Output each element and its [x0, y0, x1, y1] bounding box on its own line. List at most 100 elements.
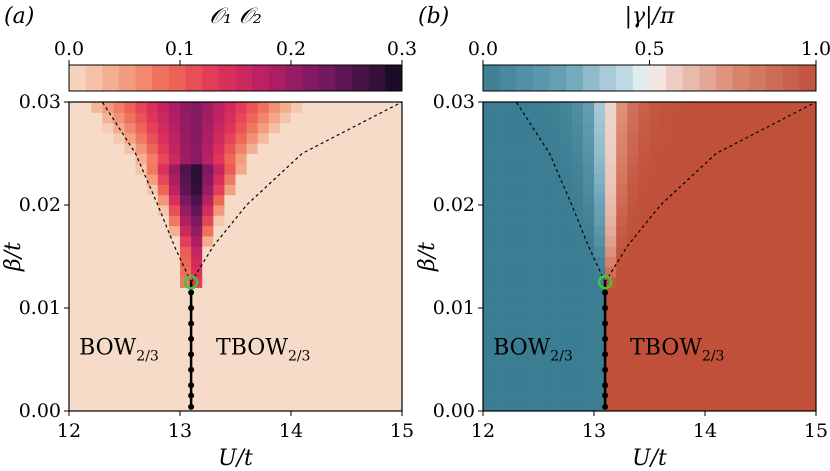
- heatmap-cell: [693, 122, 706, 134]
- heatmap-cell: [582, 266, 595, 278]
- heatmap-cell: [560, 205, 573, 216]
- heatmap-cell: [616, 215, 628, 227]
- heatmap-cell: [168, 215, 181, 227]
- heatmap-cell: [146, 349, 159, 360]
- heatmap-cell: [705, 112, 717, 124]
- heatmap-cell: [390, 235, 403, 247]
- heatmap-cell: [749, 163, 761, 175]
- heatmap-cell: [346, 102, 359, 113]
- heatmap-cell: [146, 174, 159, 185]
- heatmap-cell: [69, 349, 81, 360]
- heatmap-cell: [268, 194, 281, 206]
- heatmap-cell: [616, 112, 628, 124]
- heatmap-cell: [146, 235, 159, 247]
- heatmap-cell: [804, 112, 817, 124]
- heatmap-cell: [180, 143, 192, 154]
- heatmap-cell: [605, 308, 617, 319]
- heatmap-cell: [379, 215, 392, 227]
- heatmap-cell: [124, 122, 137, 134]
- heatmap-cell: [738, 266, 750, 278]
- heatmap-cell: [80, 349, 92, 360]
- heatmap-cell: [560, 349, 573, 360]
- heatmap-cell: [682, 163, 695, 175]
- heatmap-cell: [749, 400, 761, 412]
- heatmap-cell: [357, 246, 370, 257]
- heatmap-cell: [527, 246, 539, 257]
- heatmap-cell: [749, 235, 761, 247]
- heatmap-cell: [379, 318, 392, 330]
- heatmap-cell: [246, 400, 259, 412]
- heatmap-cell: [693, 359, 706, 371]
- colorbar-cell: [582, 65, 601, 91]
- heatmap-cell: [483, 266, 495, 278]
- heatmap-cell: [368, 256, 381, 268]
- heatmap-cell: [527, 390, 539, 402]
- heatmap-cell: [660, 112, 673, 124]
- heatmap-cell: [335, 349, 347, 360]
- critical-point: [597, 275, 613, 290]
- heatmap-cell: [671, 328, 684, 340]
- heatmap-cell: [494, 328, 506, 340]
- heatmap-cell: [549, 163, 562, 175]
- heatmap-cell: [693, 225, 706, 237]
- y-tick-label: 0.03: [19, 91, 61, 113]
- heatmap-cell: [738, 400, 750, 412]
- heatmap-cell: [649, 277, 662, 288]
- heatmap-cell: [91, 163, 103, 175]
- heatmap-cell: [616, 338, 628, 350]
- heatmap-cell: [594, 112, 606, 124]
- heatmap-cell: [793, 153, 806, 165]
- heatmap-cell: [268, 380, 281, 391]
- heatmap-cell: [660, 266, 673, 278]
- heatmap-cell: [804, 132, 817, 144]
- heatmap-cell: [804, 215, 817, 227]
- heatmap-cell: [146, 132, 159, 144]
- heatmap-cell: [257, 328, 270, 340]
- heatmap-cell: [549, 122, 562, 134]
- heatmap-cell: [191, 225, 203, 237]
- heatmap-cell: [705, 122, 717, 134]
- heatmap-cell: [113, 318, 125, 330]
- heatmap-cell: [302, 277, 314, 288]
- heatmap-cell: [335, 184, 347, 196]
- heatmap-cell: [693, 153, 706, 165]
- heatmap-cell: [716, 318, 728, 330]
- heatmap-cell: [157, 266, 170, 278]
- heatmap-cell: [483, 297, 495, 309]
- heatmap-cell: [738, 112, 750, 124]
- transition-point: [188, 351, 195, 358]
- heatmap-cell: [771, 143, 784, 154]
- heatmap-cell: [346, 112, 359, 124]
- heatmap-cell: [357, 287, 370, 299]
- heatmap-cell: [738, 390, 750, 402]
- heatmap-cell: [91, 194, 103, 206]
- heatmap-cell: [313, 349, 325, 360]
- heatmap-cell: [527, 266, 539, 278]
- heatmap-cell: [113, 112, 125, 124]
- heatmap-cell: [716, 297, 728, 309]
- heatmap-cell: [291, 266, 303, 278]
- heatmap-cell: [716, 215, 728, 227]
- heatmap-cell: [516, 205, 528, 216]
- heatmap-cell: [180, 174, 192, 185]
- heatmap-cell: [616, 174, 628, 185]
- heatmap-cell: [124, 390, 137, 402]
- heatmap-cell: [246, 225, 259, 237]
- heatmap-cell: [168, 308, 181, 319]
- heatmap-cell: [649, 400, 662, 412]
- heatmap-cell: [335, 215, 347, 227]
- heatmap-cell: [582, 102, 595, 113]
- heatmap-cell: [113, 184, 125, 196]
- heatmap-cell: [235, 102, 248, 113]
- heatmap-cell: [727, 390, 739, 402]
- heatmap-cell: [749, 194, 761, 206]
- heatmap-cell: [235, 328, 248, 340]
- heatmap-cell: [69, 143, 81, 154]
- heatmap-cell: [279, 153, 292, 165]
- heatmap-cell: [346, 174, 359, 185]
- heatmap-cell: [616, 153, 628, 165]
- heatmap-cell: [257, 277, 270, 288]
- transition-point: [602, 289, 609, 296]
- heatmap-cell: [760, 102, 773, 113]
- heatmap-cell: [494, 308, 506, 319]
